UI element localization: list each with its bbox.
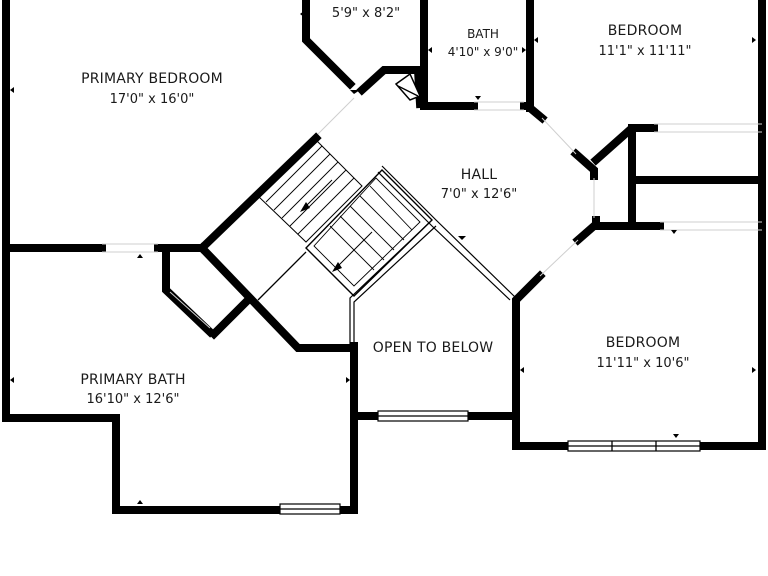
closet-dims: 5'9" x 8'2" [332, 6, 400, 21]
primary-bath-dims: 16'10" x 12'6" [87, 392, 180, 407]
hall-name: HALL [461, 167, 498, 183]
bedroom-2-name: BEDROOM [608, 23, 682, 39]
room-primary-bedroom: PRIMARY BEDROOM 17'0" x 16'0" [81, 71, 223, 107]
bedroom-3-name: BEDROOM [606, 335, 680, 351]
primary-bedroom-name: PRIMARY BEDROOM [81, 71, 223, 87]
walls [2, 0, 766, 514]
room-primary-bath: PRIMARY BATH 16'10" x 12'6" [80, 372, 185, 407]
bedroom-3-dims: 11'11" x 10'6" [597, 356, 690, 371]
room-closet: 5'9" x 8'2" [332, 6, 400, 21]
bath-name: BATH [467, 27, 499, 41]
room-open-to-below: OPEN TO BELOW [373, 340, 493, 356]
room-bath: BATH 4'10" x 9'0" [448, 27, 519, 59]
room-hall: HALL 7'0" x 12'6" [441, 167, 517, 202]
hall-dims: 7'0" x 12'6" [441, 187, 517, 202]
room-bedroom-3: BEDROOM 11'11" x 10'6" [597, 335, 690, 371]
primary-bedroom-dims: 17'0" x 16'0" [110, 92, 195, 107]
dimension-ticks [10, 11, 756, 504]
windows [102, 97, 762, 515]
room-bedroom-2: BEDROOM 11'1" x 11'11" [599, 23, 692, 59]
staircase [257, 139, 517, 346]
closet-fixture [394, 72, 422, 101]
open-to-below-name: OPEN TO BELOW [373, 340, 493, 356]
bedroom-2-dims: 11'1" x 11'11" [599, 44, 692, 59]
primary-bath-name: PRIMARY BATH [80, 372, 185, 388]
bath-dims: 4'10" x 9'0" [448, 45, 519, 59]
